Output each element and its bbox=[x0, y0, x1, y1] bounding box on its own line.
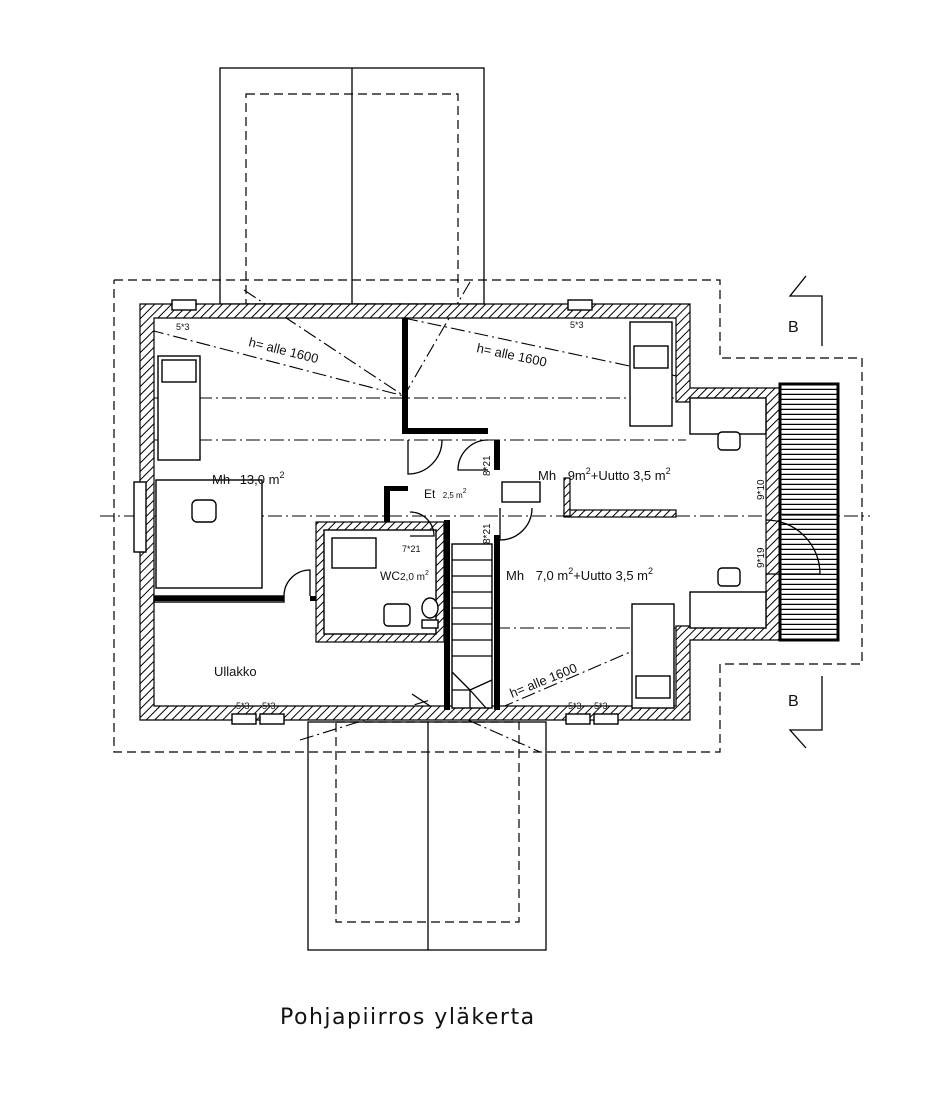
window-labels: 5*3 5*3 5*3 5*3 5*3 5*3 bbox=[176, 320, 608, 711]
window-label-n: 5*3 bbox=[570, 320, 584, 330]
room-mh-large: Mh 13,0 m2 bbox=[212, 470, 284, 487]
window-label-sw-a: 5*3 bbox=[236, 701, 250, 711]
door-swings bbox=[283, 439, 821, 707]
door-label-wc: 7*21 bbox=[402, 544, 421, 554]
balcony bbox=[778, 382, 840, 642]
door-label-se-balcony: 9*19 bbox=[756, 547, 767, 568]
roof-projection-north bbox=[219, 67, 485, 305]
window-label-se-b: 5*3 bbox=[594, 701, 608, 711]
windows bbox=[171, 299, 619, 725]
height-note-se: h= alle 1600 bbox=[508, 660, 580, 701]
door-label-stair-top: 8*21 bbox=[482, 523, 493, 544]
section-label-top: B bbox=[788, 319, 799, 336]
drawing-caption: Pohjapiirros yläkerta bbox=[280, 1005, 536, 1030]
height-note-n: h= alle 1600 bbox=[475, 340, 548, 369]
room-mh-se: Mh 7,0 m2+Uutto 3,5 m2 bbox=[506, 566, 653, 583]
interior-walls bbox=[153, 318, 677, 710]
staircase bbox=[451, 543, 493, 709]
door-labels: 8*21 8*21 7*21 9*10 9*19 bbox=[402, 455, 767, 568]
room-attic: Ullakko bbox=[214, 664, 257, 679]
room-wc: WC2,0 m2 bbox=[380, 569, 429, 583]
roof-projection-south bbox=[307, 721, 547, 951]
door-label-ne-balcony: 9*10 bbox=[756, 479, 767, 500]
section-mark-top: B bbox=[788, 275, 823, 346]
room-labels: Mh 13,0 m2 Mh 9m2+Uutto 3,5 m2 Mh 7,0 m2… bbox=[212, 466, 671, 679]
window-label-nw: 5*3 bbox=[176, 322, 190, 332]
room-mh-ne: Mh 9m2+Uutto 3,5 m2 bbox=[538, 466, 671, 483]
door-label-hall-right: 8*21 bbox=[482, 455, 493, 476]
room-hall: Et 2,5 m2 bbox=[424, 487, 467, 501]
window-label-sw-b: 5*3 bbox=[262, 701, 276, 711]
section-label-bottom: B bbox=[788, 693, 799, 710]
furniture bbox=[133, 321, 767, 709]
height-notes: h= alle 1600 h= alle 1600 h= alle 1600 bbox=[247, 334, 579, 700]
window-label-se-a: 5*3 bbox=[568, 701, 582, 711]
section-mark-bottom: B bbox=[788, 676, 823, 749]
eave-outline bbox=[113, 279, 863, 753]
height-note-nw: h= alle 1600 bbox=[247, 334, 320, 366]
